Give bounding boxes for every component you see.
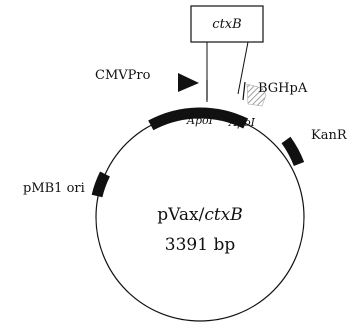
kanr-label: KanR — [311, 128, 348, 143]
apoi-left-label: 'ApoI — [184, 114, 214, 127]
cmv-arrow-icon — [178, 73, 199, 92]
plasmid-name-italic: ctxB — [204, 205, 242, 225]
insert-connector-right — [237, 41, 249, 95]
insert-label: ctxB — [212, 17, 241, 32]
apoi-right-label: ApoI — [228, 116, 256, 129]
plasmid-name-plain: pVax/ — [157, 205, 204, 225]
cmv-label: CMVPro — [95, 68, 151, 83]
plasmid-name: pVax/ctxB — [157, 205, 243, 225]
insert-box — [190, 5, 264, 43]
kanr-segment — [281, 136, 305, 167]
pmb1-ori-segment — [91, 171, 110, 198]
apoi-tick-right — [242, 81, 246, 101]
bgh-polya-segment — [246, 83, 267, 107]
pmb1-label: pMB1 ori — [23, 181, 85, 196]
cmv-promoter-segment — [148, 107, 249, 131]
bgh-label: BGHpA — [258, 81, 308, 96]
plasmid-size: 3391 bp — [165, 235, 236, 255]
